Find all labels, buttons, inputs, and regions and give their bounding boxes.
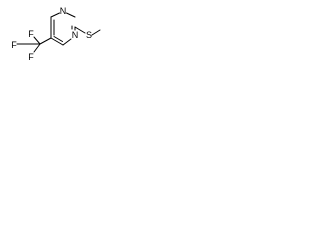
- bond-n3-c4: [62, 38, 72, 46]
- bond-c4-cf3: [39, 37, 52, 45]
- atom-f-bottom-label: F: [28, 52, 34, 62]
- atom-n1-label: N: [60, 6, 67, 16]
- bond-c2-s: [74, 26, 86, 34]
- bond-c6-n1: [50, 12, 60, 18]
- atom-f-top-label: F: [28, 29, 34, 39]
- atom-n3-label: N: [72, 30, 79, 40]
- atom-f-left-label: F: [11, 40, 17, 50]
- trifluoromethyl-group: [16, 36, 52, 53]
- methylthio-group: [74, 26, 101, 36]
- bond-n1-c2: [66, 12, 76, 18]
- bond-cf3-f-bottom: [33, 43, 41, 53]
- bond-s-methyl: [91, 29, 101, 36]
- molecule-structure: N N S F F F: [11, 6, 101, 62]
- bond-c4-c5: [50, 37, 64, 46]
- bond-c4-c5-double: [53, 36, 63, 42]
- atom-s-label: S: [86, 30, 92, 40]
- bond-cf3-f-top: [33, 36, 41, 45]
- pyrimidine-ring: [50, 12, 76, 46]
